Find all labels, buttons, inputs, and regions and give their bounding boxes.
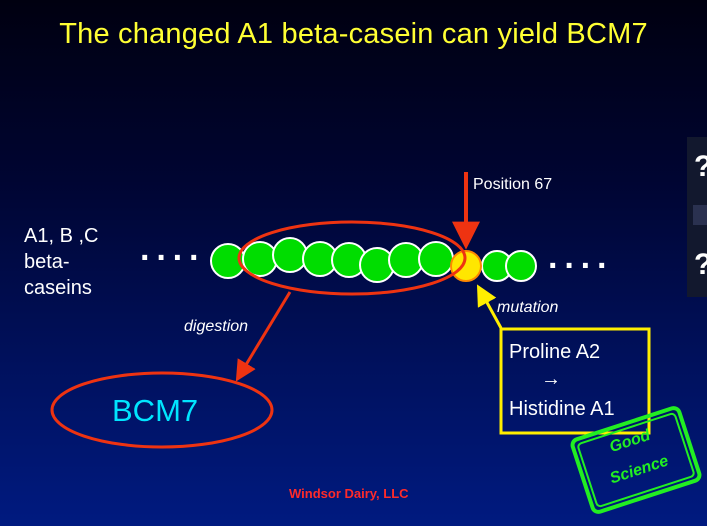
bcm7-ellipse [50,371,274,449]
bead [418,241,454,277]
slide-title: The changed A1 beta-casein can yield BCM… [59,18,648,50]
peptide-chain [210,237,537,283]
bead [272,237,308,273]
conversion-arrow: → [541,368,561,390]
mutation-label: mutation [497,299,559,316]
histidine-a1-label: Histidine A1 [509,398,615,420]
caseins-label-line1: A1, B ,C [24,225,99,247]
proline-a2-label: Proline A2 [509,341,601,363]
digestion-label: digestion [184,318,249,335]
bead [388,242,424,278]
side-glyph-bottom: ? [694,248,707,282]
side-glyph-top: ? [694,150,707,184]
footer-credit: Windsor Dairy, LLC [289,486,409,501]
mutation-box [499,327,651,435]
bead [505,250,537,282]
digestion-arrow [235,291,292,382]
caseins-label-line3: caseins [24,277,92,299]
position-67-label: Position 67 [473,176,553,193]
bcm7-fragment-ellipse [237,220,467,296]
mutated-bead-position-67 [450,250,482,282]
side-panel-bar [693,205,707,225]
caseins-label-line2: beta- [24,251,70,273]
bcm7-label: BCM7 [112,393,199,428]
mutation-arrow [476,284,503,329]
